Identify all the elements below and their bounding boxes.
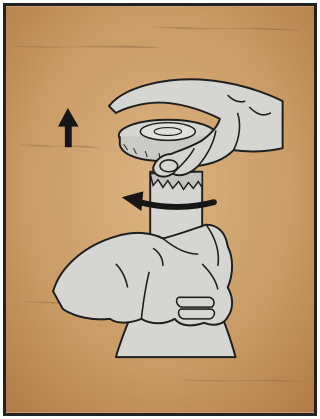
bottle-opening-illustration [6, 6, 314, 413]
instruction-card [3, 3, 317, 416]
